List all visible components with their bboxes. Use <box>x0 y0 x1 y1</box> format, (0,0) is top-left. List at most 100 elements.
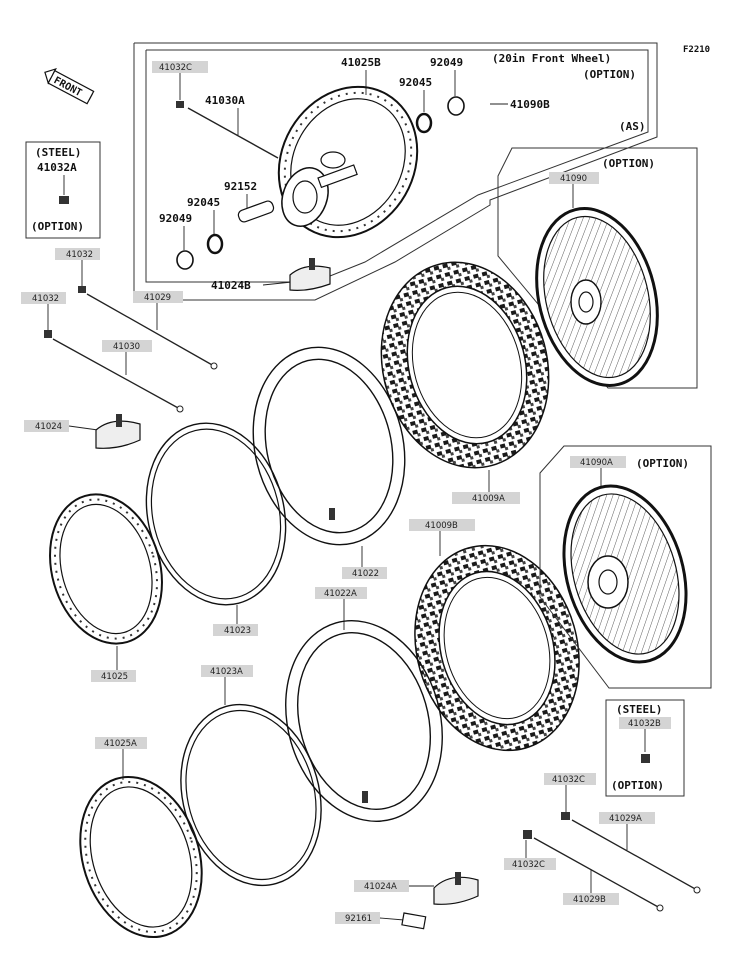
callout-92045-bottom: 92045 <box>187 196 220 234</box>
spoke-41030-part <box>52 338 181 410</box>
svg-text:(OPTION): (OPTION) <box>602 157 655 170</box>
collar-part <box>237 200 275 223</box>
front-wheel-option-line1: (20in Front Wheel) <box>492 52 611 65</box>
svg-text:41022: 41022 <box>352 569 379 579</box>
steel-41032B-box: (STEEL) 41032B (OPTION) <box>605 699 685 797</box>
callout-41032C-right-2: 41032C <box>504 840 556 870</box>
tube-41022A-part <box>285 620 443 822</box>
svg-text:41032: 41032 <box>66 250 93 260</box>
callout-41009A: 41009A <box>452 470 520 504</box>
hub-part <box>281 151 358 227</box>
svg-text:41025B: 41025B <box>341 56 381 69</box>
rim-lock-41024B-part <box>289 258 331 291</box>
svg-text:41009A: 41009A <box>472 494 505 504</box>
nipple-41032-2-part <box>44 330 52 338</box>
svg-text:92152: 92152 <box>224 180 257 193</box>
svg-text:41009B: 41009B <box>425 521 458 531</box>
callout-41022A: 41022A <box>315 587 367 630</box>
bearing-bottom-part <box>206 233 224 255</box>
svg-text:41029B: 41029B <box>573 895 606 905</box>
svg-text:41032C: 41032C <box>552 775 585 785</box>
svg-text:41025A: 41025A <box>104 739 137 749</box>
svg-text:41032: 41032 <box>32 294 59 304</box>
callout-41009B: 41009B <box>409 519 475 556</box>
callout-41024: 41024 <box>24 420 99 432</box>
callout-92045-top: 92045 <box>399 76 432 112</box>
callout-41032C-right-1: 41032C <box>544 773 596 812</box>
callout-41024A: 41024A <box>354 880 434 892</box>
steel-41032A-box: (STEEL) 41032A (OPTION) <box>25 141 101 239</box>
svg-text:41030: 41030 <box>113 342 140 352</box>
callout-41030A: 41030A <box>205 94 245 135</box>
svg-text:41090: 41090 <box>560 174 587 184</box>
callout-41032-2: 41032 <box>21 292 66 330</box>
svg-text:41029: 41029 <box>144 293 171 303</box>
svg-text:41025: 41025 <box>101 672 128 682</box>
svg-text:41090B: 41090B <box>510 98 550 111</box>
spoke-part <box>187 107 279 159</box>
svg-text:41030A: 41030A <box>205 94 245 107</box>
svg-text:41032B: 41032B <box>628 719 661 729</box>
svg-text:41024B: 41024B <box>211 279 251 292</box>
svg-text:92161: 92161 <box>345 914 372 924</box>
wheel-41090A-part <box>562 484 688 664</box>
nipple-41032C-right-1-part <box>561 812 570 820</box>
callout-41032C-top: 41032C <box>152 61 208 100</box>
rim-lock-41024A-part <box>433 872 479 905</box>
callout-41029: 41029 <box>133 291 183 330</box>
callout-41023A: 41023A <box>201 665 253 705</box>
svg-text:41090A: 41090A <box>580 458 613 468</box>
option-41090-box: (OPTION) 41090 <box>497 147 698 389</box>
svg-text:41032C: 41032C <box>159 63 192 73</box>
rim-41025-part <box>49 493 163 645</box>
svg-text:(OPTION): (OPTION) <box>636 457 689 470</box>
svg-text:(STEEL): (STEEL) <box>616 703 662 716</box>
svg-text:(OPTION): (OPTION) <box>611 779 664 792</box>
tire-41009B-part <box>414 544 580 752</box>
callout-92049-bottom: 92049 <box>159 212 192 250</box>
nipple-part <box>176 101 184 108</box>
spoke-41029B-part <box>533 837 661 909</box>
spoke-41029A-part <box>571 819 698 891</box>
rim-41025A-part <box>79 775 203 939</box>
callout-41029B: 41029B <box>563 870 619 905</box>
callout-41022: 41022 <box>342 546 387 579</box>
callout-41030: 41030 <box>102 340 152 375</box>
callout-41024B: 41024B <box>211 279 293 292</box>
svg-text:41032A: 41032A <box>37 161 77 174</box>
option-box-20in-front-wheel: (20in Front Wheel) (OPTION) (AS) <box>133 42 658 301</box>
svg-text:41024A: 41024A <box>364 882 397 892</box>
svg-text:41023A: 41023A <box>210 667 243 677</box>
svg-text:41032C: 41032C <box>512 860 545 870</box>
wheel-41090-part <box>535 207 659 387</box>
bolt-92161-part <box>401 912 427 930</box>
spoke-41029-part <box>86 293 215 367</box>
callout-92049-top: 92049 <box>430 56 463 96</box>
svg-text:92045: 92045 <box>399 76 432 89</box>
svg-text:41022A: 41022A <box>324 589 357 599</box>
callout-92161: 92161 <box>335 912 405 924</box>
svg-text:92049: 92049 <box>430 56 463 69</box>
nipple-41032C-right-2-part <box>523 830 532 839</box>
svg-text:92049: 92049 <box>159 212 192 225</box>
rim-band-41023A-part <box>180 703 322 887</box>
bearing-part <box>415 96 465 134</box>
nipple-41032-1-part <box>78 286 86 293</box>
svg-text:(OPTION): (OPTION) <box>31 220 84 233</box>
callout-41090B: 41090B <box>490 98 550 111</box>
as-label: (AS) <box>619 120 646 133</box>
svg-text:92045: 92045 <box>187 196 220 209</box>
figure-code: F2210 <box>683 45 710 55</box>
callout-41025A: 41025A <box>95 737 147 780</box>
seal-bottom-part <box>176 250 194 270</box>
callout-41025B: 41025B <box>341 56 381 95</box>
callout-41023: 41023 <box>213 605 258 636</box>
svg-text:41023: 41023 <box>224 626 251 636</box>
rim-lock-41024-part <box>95 414 141 449</box>
callout-41032-1: 41032 <box>55 248 100 286</box>
tube-41022-part <box>252 346 406 546</box>
callout-41025: 41025 <box>91 646 136 682</box>
svg-text:41024: 41024 <box>35 422 62 432</box>
svg-text:41029A: 41029A <box>609 814 642 824</box>
